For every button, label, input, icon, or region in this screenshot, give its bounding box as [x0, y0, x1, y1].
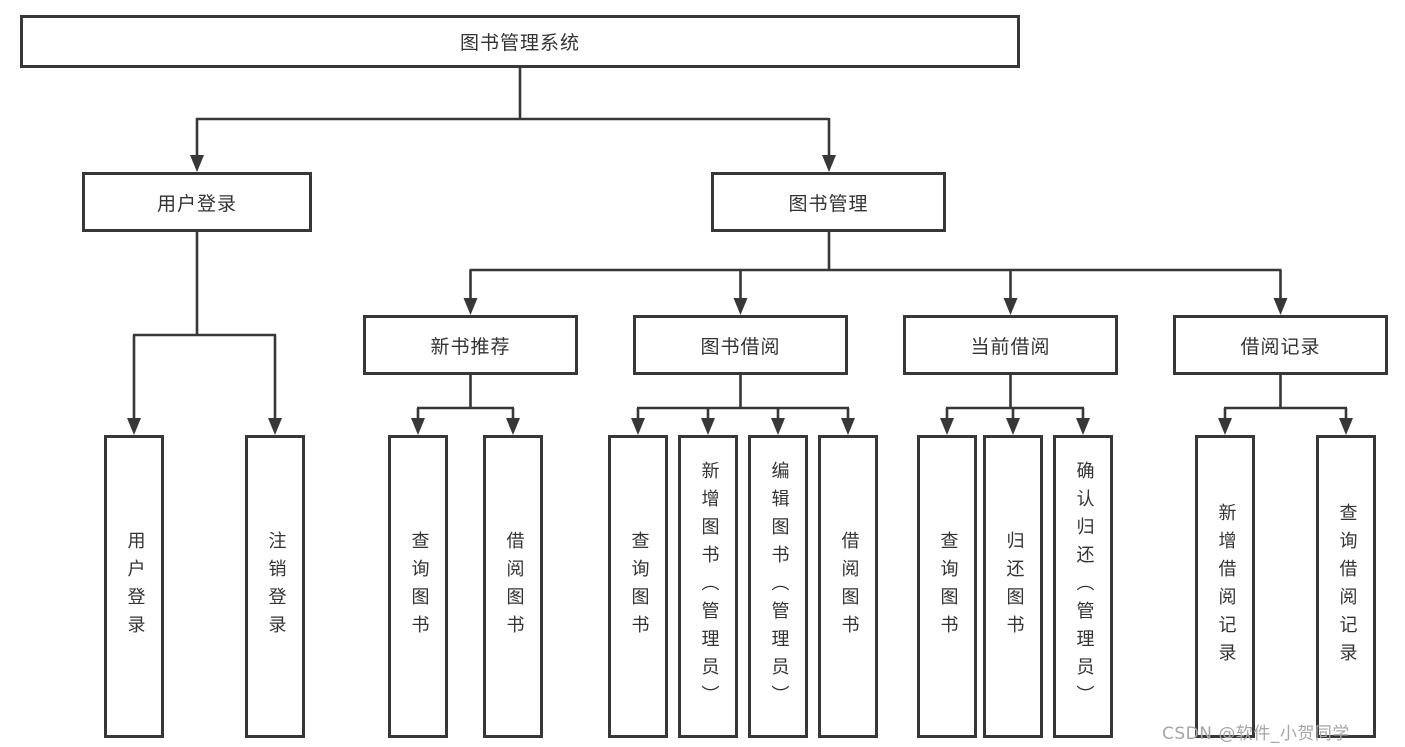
- node-current-borrowing: 当前借阅: [903, 315, 1118, 375]
- node-book-borrowing: 图书借阅: [633, 315, 848, 375]
- arrowhead-icon: [190, 155, 204, 172]
- node-label: 图书借阅: [700, 335, 781, 358]
- arrowhead-icon: [1218, 418, 1232, 435]
- arrowhead-icon: [127, 418, 141, 435]
- node-label: 当前借阅: [970, 335, 1051, 358]
- arrowhead-icon: [1003, 298, 1018, 315]
- node-label: 借阅图书: [838, 530, 860, 643]
- leaf-query-borrow-record: 查询借阅记录: [1316, 435, 1376, 738]
- node-label: 编辑图书（管理员）: [768, 460, 790, 713]
- arrowhead-icon: [631, 418, 645, 435]
- arrowheads: [127, 155, 1353, 435]
- leaf-add-borrow-record: 新增借阅记录: [1195, 435, 1255, 738]
- node-label: 查询图书: [408, 530, 430, 643]
- node-library-system: 图书管理系统: [20, 15, 1020, 68]
- node-label: 查询图书: [628, 530, 650, 643]
- node-label: 新增图书（管理员）: [698, 460, 720, 713]
- leaf-edit-book-admin: 编辑图书（管理员）: [748, 435, 808, 738]
- leaf-borrow-books-borrowing: 借阅图书: [818, 435, 878, 738]
- node-book-management: 图书管理: [711, 172, 946, 232]
- node-label: 图书管理: [788, 192, 869, 215]
- leaf-logout: 注销登录: [245, 435, 305, 738]
- leaf-query-books-recommend: 查询图书: [388, 435, 448, 738]
- arrowhead-icon: [1076, 418, 1090, 435]
- leaf-return-books: 归还图书: [983, 435, 1043, 738]
- node-borrowing-records: 借阅记录: [1173, 315, 1388, 375]
- node-label: 图书管理系统: [459, 32, 580, 54]
- node-label: 查询借阅记录: [1336, 502, 1358, 671]
- arrowhead-icon: [411, 418, 425, 435]
- node-label: 新书推荐: [430, 335, 511, 358]
- arrowhead-icon: [940, 418, 954, 435]
- node-label: 用户登录: [124, 530, 146, 643]
- leaf-confirm-return-admin: 确认归还（管理员）: [1053, 435, 1113, 738]
- arrowhead-icon: [822, 155, 836, 172]
- arrowhead-icon: [733, 298, 748, 315]
- node-label: 确认归还（管理员）: [1073, 460, 1095, 713]
- leaf-user-login: 用户登录: [104, 435, 164, 738]
- node-label: 新增借阅记录: [1215, 502, 1237, 671]
- arrowhead-icon: [268, 418, 282, 435]
- leaf-query-books-borrowing: 查询图书: [608, 435, 668, 738]
- arrowhead-icon: [463, 298, 478, 315]
- watermark: CSDN @软件_小贺同学: [1162, 724, 1350, 744]
- node-user-login: 用户登录: [82, 172, 312, 232]
- leaf-borrow-books-recommend: 借阅图书: [483, 435, 543, 738]
- arrowhead-icon: [1339, 418, 1353, 435]
- leaf-add-book-admin: 新增图书（管理员）: [678, 435, 738, 738]
- node-label: 借阅图书: [503, 530, 525, 643]
- node-label: 注销登录: [265, 530, 287, 643]
- node-label: 用户登录: [156, 192, 237, 215]
- arrowhead-icon: [701, 418, 715, 435]
- node-new-book-recommend: 新书推荐: [363, 315, 578, 375]
- node-label: 归还图书: [1003, 530, 1025, 643]
- connector-path: [132, 68, 1348, 423]
- node-label: 借阅记录: [1240, 335, 1321, 358]
- arrowhead-icon: [1273, 298, 1288, 315]
- arrowhead-icon: [1006, 418, 1020, 435]
- arrowhead-icon: [841, 418, 855, 435]
- leaf-query-books-current: 查询图书: [917, 435, 977, 738]
- node-label: 查询图书: [937, 530, 959, 643]
- arrowhead-icon: [771, 418, 785, 435]
- arrowhead-icon: [506, 418, 520, 435]
